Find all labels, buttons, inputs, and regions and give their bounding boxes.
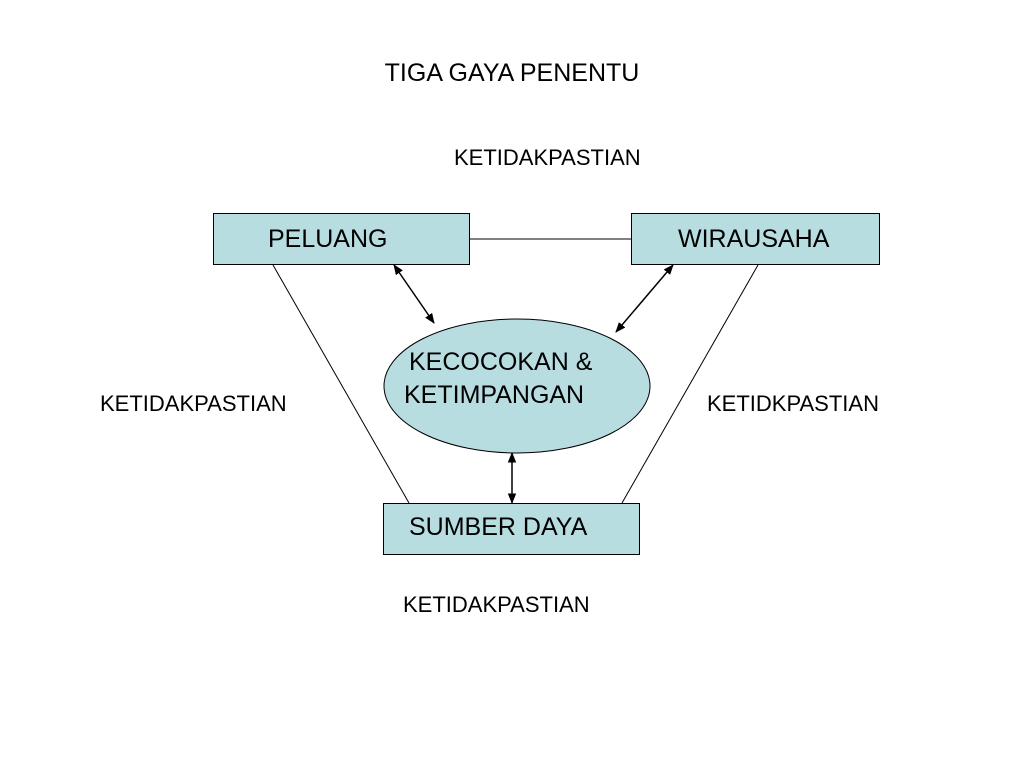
node-wirausaha-label: WIRAUSAHA	[678, 225, 830, 253]
label-uncertainty-right: KETIDKPASTIAN	[707, 391, 879, 416]
node-peluang: PELUANG	[213, 213, 470, 265]
page-title: TIGA GAYA PENENTU	[384, 59, 640, 87]
arrow-peluang-center	[393, 264, 435, 324]
arrow-wirausaha-center	[615, 264, 674, 333]
label-uncertainty-left: KETIDAKPASTIAN	[100, 391, 287, 416]
node-peluang-label: PELUANG	[268, 225, 388, 253]
connector-peluang-sumber	[272, 264, 410, 504]
center-node-text: KECOCOKAN & KETIMPANGAN	[404, 346, 592, 411]
node-sumber-daya: SUMBER DAYA	[383, 503, 640, 555]
center-node-line2: KETIMPANGAN	[404, 380, 585, 409]
node-sumber-daya-label: SUMBER DAYA	[409, 513, 588, 541]
center-node-line1: KECOCOKAN &	[409, 348, 593, 376]
label-uncertainty-bottom: KETIDAKPASTIAN	[403, 592, 590, 617]
label-uncertainty-top: KETIDAKPASTIAN	[454, 145, 641, 170]
center-ellipse	[383, 318, 651, 454]
connector-wirausaha-sumber	[621, 264, 759, 504]
node-wirausaha: WIRAUSAHA	[631, 213, 880, 265]
